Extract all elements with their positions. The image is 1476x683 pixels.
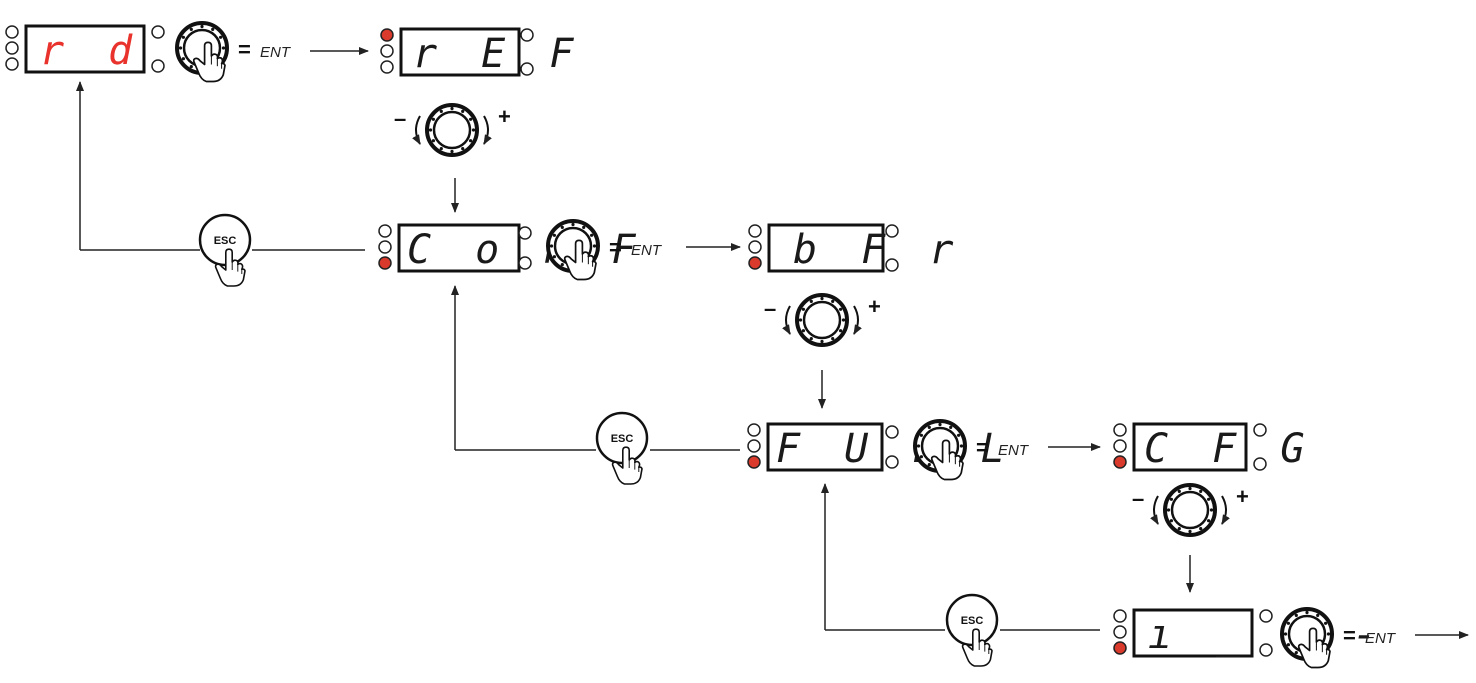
display-conf: C o n F (378, 223, 636, 273)
display-bfr: b F r (748, 223, 963, 273)
display-text-ref: r E F (413, 31, 583, 77)
display-leds-left (747, 423, 761, 469)
esc-label: ESC (961, 615, 984, 627)
ent-label: ENT (631, 242, 663, 259)
ent-label: ENT (1365, 630, 1397, 647)
rotate-cw-arrow-icon (1221, 495, 1230, 525)
display-rdy: r d Y (5, 24, 210, 74)
display-cfg: C F G (1113, 422, 1314, 472)
rotate-ccw-arrow-icon (1150, 495, 1159, 525)
rotate-cw-arrow-icon (853, 305, 862, 335)
plus-sign: + (868, 294, 881, 319)
equals-sign: = (976, 435, 989, 460)
ent-press-1[interactable]: = ENT (175, 21, 292, 83)
esc-button-3[interactable]: ESC (945, 593, 999, 667)
display-leds-left (378, 224, 392, 270)
connector-lines (76, 47, 1469, 639)
rotate-cw-arrow-icon (483, 115, 492, 145)
rotate-dial-icon (425, 103, 479, 157)
display-full: F U L L (747, 422, 1005, 472)
plus-sign: + (1236, 484, 1249, 509)
display-text-cfg: C F G (1144, 426, 1314, 472)
esc-label: ESC (611, 433, 634, 445)
rotate-dial-icon (795, 293, 849, 347)
display-leds-left (1113, 609, 1127, 655)
equals-sign: = (609, 235, 622, 260)
ent-label: ENT (260, 44, 292, 61)
display-leds-left (380, 28, 394, 74)
display-text-bfr: b F r (793, 227, 963, 273)
rotate-dial-icon (1163, 483, 1217, 537)
ent-press-4[interactable]: = ENT (1280, 607, 1397, 669)
equals-sign: = (238, 37, 251, 62)
esc-button-2[interactable]: ESC (595, 411, 649, 485)
display-leds-left (5, 25, 19, 71)
display-io: ı _ O - (1113, 608, 1377, 658)
ent-label: ENT (998, 442, 1030, 459)
minus-sign: – (394, 106, 406, 131)
rotate-dial-2[interactable]: – + (764, 293, 881, 347)
display-leds-left (748, 224, 762, 270)
minus-sign: – (764, 296, 776, 321)
display-leds-left (1113, 423, 1127, 469)
display-ref: r E F (380, 27, 583, 77)
esc-label: ESC (214, 235, 237, 247)
display-text-rdy: r d Y (40, 28, 210, 74)
ent-press-3[interactable]: = ENT (913, 419, 1030, 481)
plus-sign: + (498, 104, 511, 129)
rotate-ccw-arrow-icon (782, 305, 791, 335)
minus-sign: – (1132, 486, 1144, 511)
esc-button-1[interactable]: ESC (198, 213, 252, 287)
ent-press-2[interactable]: = ENT (546, 219, 663, 281)
rotate-ccw-arrow-icon (412, 115, 421, 145)
equals-sign: = (1343, 623, 1356, 648)
rotate-dial-1[interactable]: – + (394, 103, 511, 157)
rotate-dial-3[interactable]: – + (1132, 483, 1249, 537)
